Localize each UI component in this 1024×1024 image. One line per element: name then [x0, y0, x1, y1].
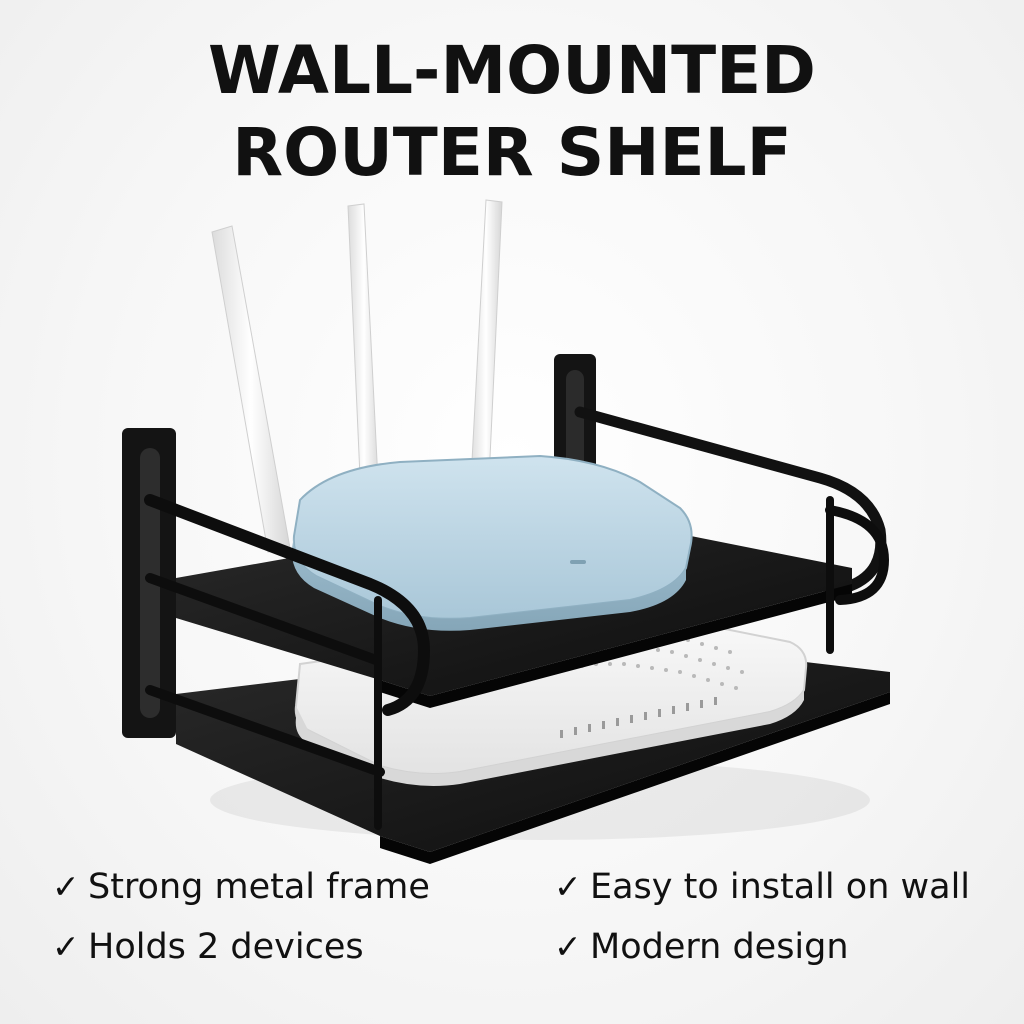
modem-status-leds	[560, 697, 717, 738]
feature-text: Easy to install on wall	[590, 867, 971, 907]
antenna-left	[211, 225, 291, 553]
antenna-right	[469, 199, 503, 501]
check-icon: ✓	[554, 867, 582, 906]
check-icon: ✓	[554, 927, 582, 966]
router-led	[570, 560, 586, 564]
front-rails	[144, 494, 889, 830]
feature-item: ✓ Modern design	[554, 922, 849, 972]
product-title: WALL-MOUNTED ROUTER SHELF	[0, 30, 1024, 194]
check-icon: ✓	[52, 927, 80, 966]
feature-text: Strong metal frame	[88, 867, 430, 907]
title-line-1: WALL-MOUNTED	[208, 32, 816, 109]
feature-item: ✓ Holds 2 devices	[52, 922, 364, 972]
title-line-2: ROUTER SHELF	[232, 114, 792, 191]
feature-text: Holds 2 devices	[88, 927, 364, 967]
rear-rails	[574, 406, 887, 598]
feature-item: ✓ Strong metal frame	[52, 862, 430, 912]
router-device	[291, 454, 693, 631]
check-icon: ✓	[52, 867, 80, 906]
feature-list: ✓ Strong metal frame ✓ Holds 2 devices ✓…	[52, 862, 1012, 982]
feature-item: ✓ Easy to install on wall	[554, 862, 970, 912]
feature-text: Modern design	[590, 927, 849, 967]
